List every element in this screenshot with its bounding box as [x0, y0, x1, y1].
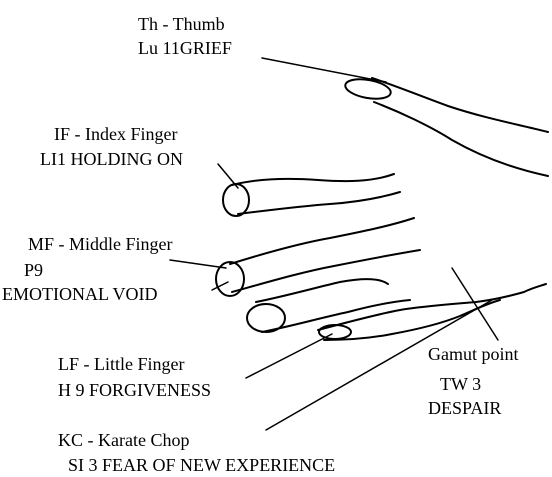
- little-title: LF - Little Finger: [58, 354, 184, 374]
- middle-finger-top: [230, 218, 414, 264]
- middle-code: P9: [24, 260, 43, 280]
- index-leader-line: [218, 164, 238, 188]
- index-point: LI1 HOLDING ON: [40, 149, 183, 169]
- little-point: H 9 FORGIVENESS: [58, 380, 211, 400]
- thumb-nail-icon: [344, 76, 392, 102]
- gamut-code: TW 3: [440, 374, 481, 394]
- thumb-underside: [374, 102, 548, 176]
- thumb-leader-line: [262, 58, 386, 82]
- thumb-point: Lu 11GRIEF: [138, 38, 232, 58]
- middle-leader-line: [170, 260, 226, 268]
- ring-nail-icon: [247, 304, 285, 332]
- index-title: IF - Index Finger: [54, 124, 177, 144]
- index-nail-icon: [223, 184, 249, 216]
- gamut-title: Gamut point: [428, 344, 519, 364]
- middle-title: MF - Middle Finger: [28, 234, 173, 254]
- karate-title: KC - Karate Chop: [58, 430, 189, 450]
- little-finger-top: [318, 284, 546, 330]
- thumb-title: Th - Thumb: [138, 14, 225, 34]
- thumb-outline: [372, 78, 548, 132]
- gamut-point: DESPAIR: [428, 398, 501, 418]
- little-nail-icon: [319, 325, 351, 339]
- middle-point: EMOTIONAL VOID: [2, 284, 157, 304]
- middle-leader-line-2: [212, 282, 228, 290]
- karate-point: SI 3 FEAR OF NEW EXPERIENCE: [68, 455, 335, 475]
- little-leader-line: [246, 334, 332, 378]
- index-finger-bottom: [238, 192, 400, 214]
- ring-finger-top: [256, 279, 388, 302]
- index-finger-top: [232, 174, 394, 185]
